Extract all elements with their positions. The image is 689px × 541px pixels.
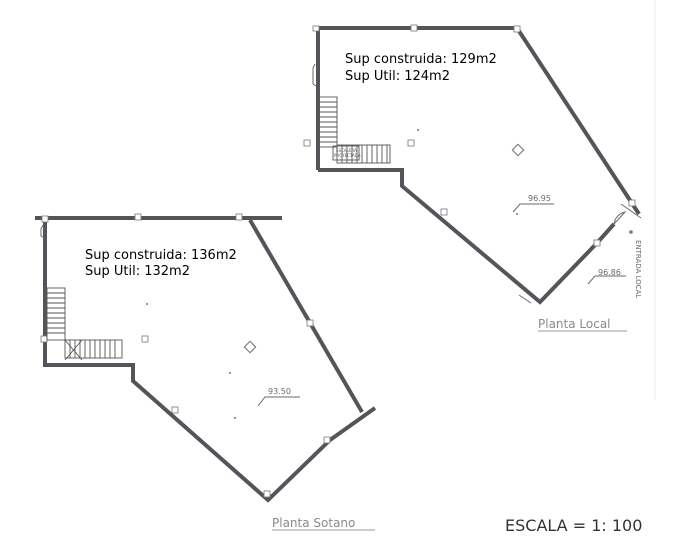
- local-window-marker: [303, 139, 311, 147]
- sotano-window-marker: [171, 406, 179, 414]
- scale-label: ESCALA = 1: 100: [505, 516, 642, 535]
- local-level-marker-entry: [587, 275, 626, 285]
- sotano-lamp-symbol: [243, 340, 257, 354]
- local-step-mark: [518, 294, 532, 304]
- local-window-marker: [410, 24, 418, 32]
- local-entrance-marker: [629, 230, 633, 234]
- local-wall-south: [318, 168, 599, 305]
- sotano-window-marker: [134, 213, 142, 221]
- local-level-main: 96.95: [528, 194, 551, 203]
- sotano-window-marker: [41, 215, 49, 223]
- local-window-marker: [628, 199, 636, 207]
- local-stair: ESCALERA PROYECTADA: [318, 96, 391, 164]
- sotano-window-marker: [323, 436, 331, 444]
- sotano-point: [146, 303, 148, 305]
- local-point: [417, 129, 419, 131]
- local-window-marker: [593, 239, 601, 247]
- sotano-window-marker: [263, 490, 271, 498]
- sotano-point: [229, 372, 231, 374]
- sotano-stair: [46, 287, 123, 361]
- local-entrance-label: ENTRADA LOCAL: [634, 240, 642, 298]
- local-lamp-symbol: [511, 143, 525, 157]
- sotano-window-marker: [235, 213, 243, 221]
- local-wall-detail: [312, 63, 317, 87]
- local-point: [516, 213, 518, 215]
- local-level-entry: 96.86: [598, 268, 621, 277]
- local-sup-construida: Sup construida: 129m2: [345, 52, 497, 67]
- sotano-level-marker-main: [257, 396, 300, 407]
- sotano-sup-construida: Sup construida: 136m2: [85, 248, 237, 263]
- local-entrance-door: [613, 211, 627, 225]
- sotano-sup-util: Sup Util: 132m2: [85, 264, 190, 279]
- sotano-wall-detail: [40, 224, 45, 239]
- sotano-level-main: 93.50: [268, 387, 291, 396]
- local-window-marker: [513, 25, 521, 33]
- local-stair-label-2: PROYECTADA: [334, 153, 361, 158]
- local-stair-label-1: ESCALERA: [336, 148, 357, 153]
- sotano-window-marker: [306, 319, 314, 327]
- local-window-marker: [407, 139, 415, 147]
- local-window-marker: [312, 25, 320, 32]
- sotano-window-marker: [141, 335, 149, 343]
- local-level-marker-main: [512, 203, 554, 213]
- plan-local: ESCALERA PROYECTADA 96.95 96.86 Sup cons…: [303, 24, 642, 332]
- local-entry-threshold: [620, 203, 642, 219]
- plan-sotano: 93.50 Sup construida: 136m2 Sup Util: 13…: [35, 213, 377, 531]
- local-plan-title: Planta Local: [538, 317, 611, 331]
- local-sup-util: Sup Util: 124m2: [345, 69, 450, 84]
- sotano-window-marker: [40, 335, 48, 343]
- local-wall-north-west: [316, 26, 641, 216]
- sotano-plan-title: Planta Sotano: [272, 516, 355, 530]
- local-window-marker: [440, 208, 448, 216]
- sotano-wall-south: [45, 363, 377, 503]
- sotano-point: [234, 417, 236, 419]
- sotano-wall-east: [248, 218, 364, 414]
